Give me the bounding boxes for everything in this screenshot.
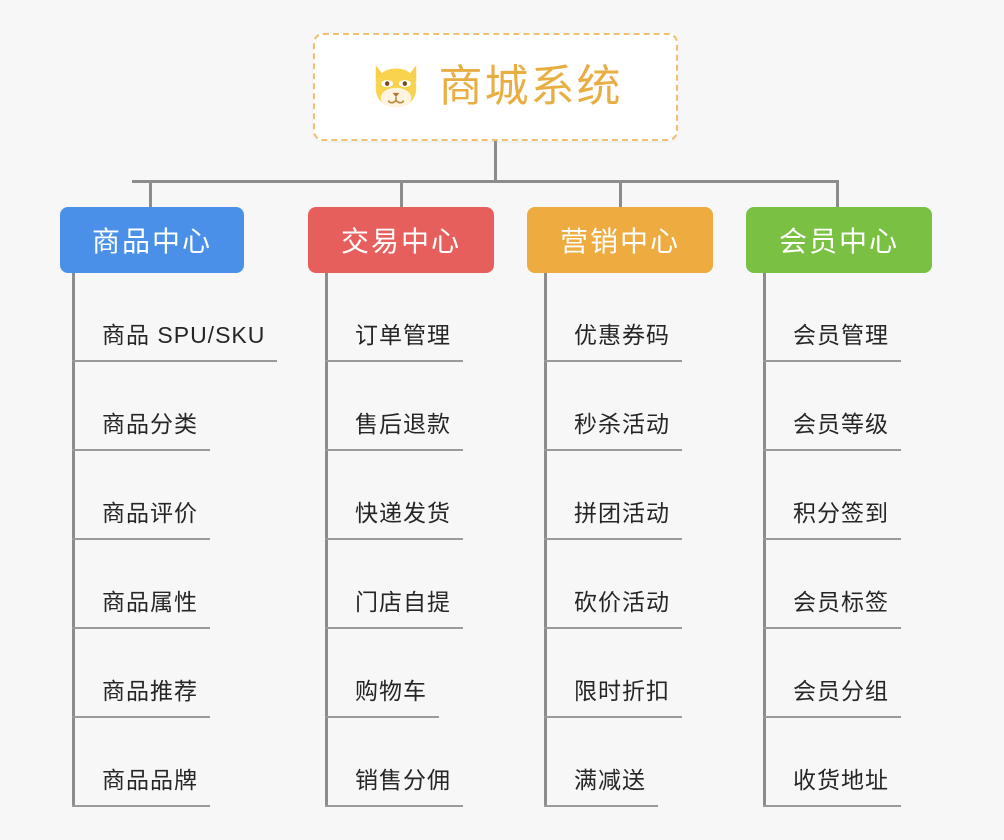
leaf-item-label: 拼团活动 [574, 500, 670, 526]
shiba-dog-face-icon [375, 65, 416, 108]
category-box-product-center[interactable]: 商品中心 [60, 207, 244, 273]
leaf-item-label: 秒杀活动 [574, 411, 670, 437]
leaf-item[interactable]: 会员管理 [763, 273, 923, 362]
connector-horizontal-bus [132, 180, 838, 183]
leaf-item[interactable]: 商品品牌 [72, 718, 277, 807]
leaf-item-underline [763, 360, 901, 362]
leaf-item-underline [72, 805, 210, 807]
connector-drop-marketing-center [619, 180, 622, 208]
leaf-item-underline [544, 716, 682, 718]
leaf-item-label: 会员标签 [793, 589, 889, 615]
leaf-item[interactable]: 商品评价 [72, 451, 277, 540]
leaf-item-label: 会员等级 [793, 411, 889, 437]
leaf-item-underline [325, 627, 463, 629]
leaf-item-label: 收货地址 [793, 767, 889, 793]
leaf-item-underline [544, 360, 682, 362]
leaf-item-underline [325, 449, 463, 451]
leaf-item-underline [763, 449, 901, 451]
leaf-item-underline [544, 805, 658, 807]
branch-trunk [325, 273, 328, 807]
branch-trunk [544, 273, 547, 807]
leaf-item-label: 积分签到 [793, 500, 889, 526]
leaf-item-label: 砍价活动 [574, 589, 670, 615]
leaf-item-label: 商品属性 [102, 589, 198, 615]
leaf-item[interactable]: 会员分组 [763, 629, 923, 718]
leaf-item[interactable]: 购物车 [325, 629, 485, 718]
leaf-item-underline [763, 716, 901, 718]
leaf-item-label: 门店自提 [355, 589, 451, 615]
leaf-item-label: 快递发货 [355, 500, 451, 526]
leaf-item[interactable]: 销售分佣 [325, 718, 485, 807]
leaf-item-label: 会员管理 [793, 322, 889, 348]
leaf-item-underline [544, 627, 682, 629]
leaf-item[interactable]: 会员等级 [763, 362, 923, 451]
leaf-item-label: 订单管理 [355, 322, 451, 348]
leaf-item[interactable]: 会员标签 [763, 540, 923, 629]
leaf-item-underline [72, 627, 210, 629]
leaf-item-label: 会员分组 [793, 678, 889, 704]
leaf-item[interactable]: 砍价活动 [544, 540, 704, 629]
leaf-item-underline [325, 716, 439, 718]
leaf-item-underline [72, 449, 210, 451]
leaf-item-underline [544, 449, 682, 451]
category-label: 交易中心 [340, 226, 461, 257]
category-label: 商品中心 [91, 226, 212, 257]
leaf-item[interactable]: 快递发货 [325, 451, 485, 540]
leaf-item-underline [544, 538, 682, 540]
leaf-item[interactable]: 满减送 [544, 718, 704, 807]
leaf-item-label: 满减送 [574, 767, 646, 793]
leaf-item[interactable]: 商品推荐 [72, 629, 277, 718]
leaf-item-label: 购物车 [355, 678, 427, 704]
leaf-item-label: 商品 SPU/SKU [102, 322, 266, 348]
connector-drop-member-center [836, 180, 839, 208]
leaf-item-underline [325, 538, 463, 540]
branch-product-center: 商品 SPU/SKU 商品分类商品评价商品属性商品推荐商品品牌 [72, 273, 277, 807]
leaf-item[interactable]: 售后退款 [325, 362, 485, 451]
branch-trade-center: 订单管理售后退款快递发货门店自提购物车销售分佣 [325, 273, 485, 807]
leaf-item-label: 销售分佣 [355, 767, 451, 793]
leaf-item[interactable]: 优惠券码 [544, 273, 704, 362]
leaf-item-underline [325, 360, 463, 362]
leaf-item-underline [763, 805, 901, 807]
leaf-item-underline [72, 716, 210, 718]
leaf-item-underline [763, 627, 901, 629]
leaf-item[interactable]: 订单管理 [325, 273, 485, 362]
leaf-item-label: 商品分类 [102, 411, 198, 437]
branch-trunk [763, 273, 766, 807]
leaf-item[interactable]: 门店自提 [325, 540, 485, 629]
category-box-member-center[interactable]: 会员中心 [746, 207, 932, 273]
branch-marketing-center: 优惠券码秒杀活动拼团活动砍价活动限时折扣满减送 [544, 273, 704, 807]
leaf-item[interactable]: 商品属性 [72, 540, 277, 629]
branch-trunk [72, 273, 75, 807]
connector-root-vertical [494, 141, 497, 182]
leaf-item-underline [763, 538, 901, 540]
connector-drop-trade-center [400, 180, 403, 208]
leaf-item[interactable]: 积分签到 [763, 451, 923, 540]
root-title: 商城系统 [438, 62, 623, 111]
leaf-item-underline [325, 805, 463, 807]
connector-drop-product-center [149, 180, 152, 208]
leaf-item-label: 限时折扣 [574, 678, 670, 704]
leaf-item[interactable]: 商品分类 [72, 362, 277, 451]
leaf-item-label: 商品推荐 [102, 678, 198, 704]
leaf-item[interactable]: 拼团活动 [544, 451, 704, 540]
category-label: 营销中心 [559, 226, 680, 257]
category-box-marketing-center[interactable]: 营销中心 [527, 207, 713, 273]
leaf-item-underline [72, 360, 277, 362]
leaf-item[interactable]: 商品 SPU/SKU [72, 273, 277, 362]
leaf-item[interactable]: 收货地址 [763, 718, 923, 807]
leaf-item-label: 商品评价 [102, 500, 198, 526]
category-label: 会员中心 [778, 226, 899, 257]
leaf-item[interactable]: 限时折扣 [544, 629, 704, 718]
leaf-item-label: 优惠券码 [574, 322, 670, 348]
root-node[interactable]: 商城系统 [313, 33, 678, 141]
leaf-item-label: 商品品牌 [102, 767, 198, 793]
leaf-item-underline [72, 538, 210, 540]
leaf-item-label: 售后退款 [355, 411, 451, 437]
category-box-trade-center[interactable]: 交易中心 [308, 207, 494, 273]
leaf-item[interactable]: 秒杀活动 [544, 362, 704, 451]
branch-member-center: 会员管理会员等级积分签到会员标签会员分组收货地址 [763, 273, 923, 807]
